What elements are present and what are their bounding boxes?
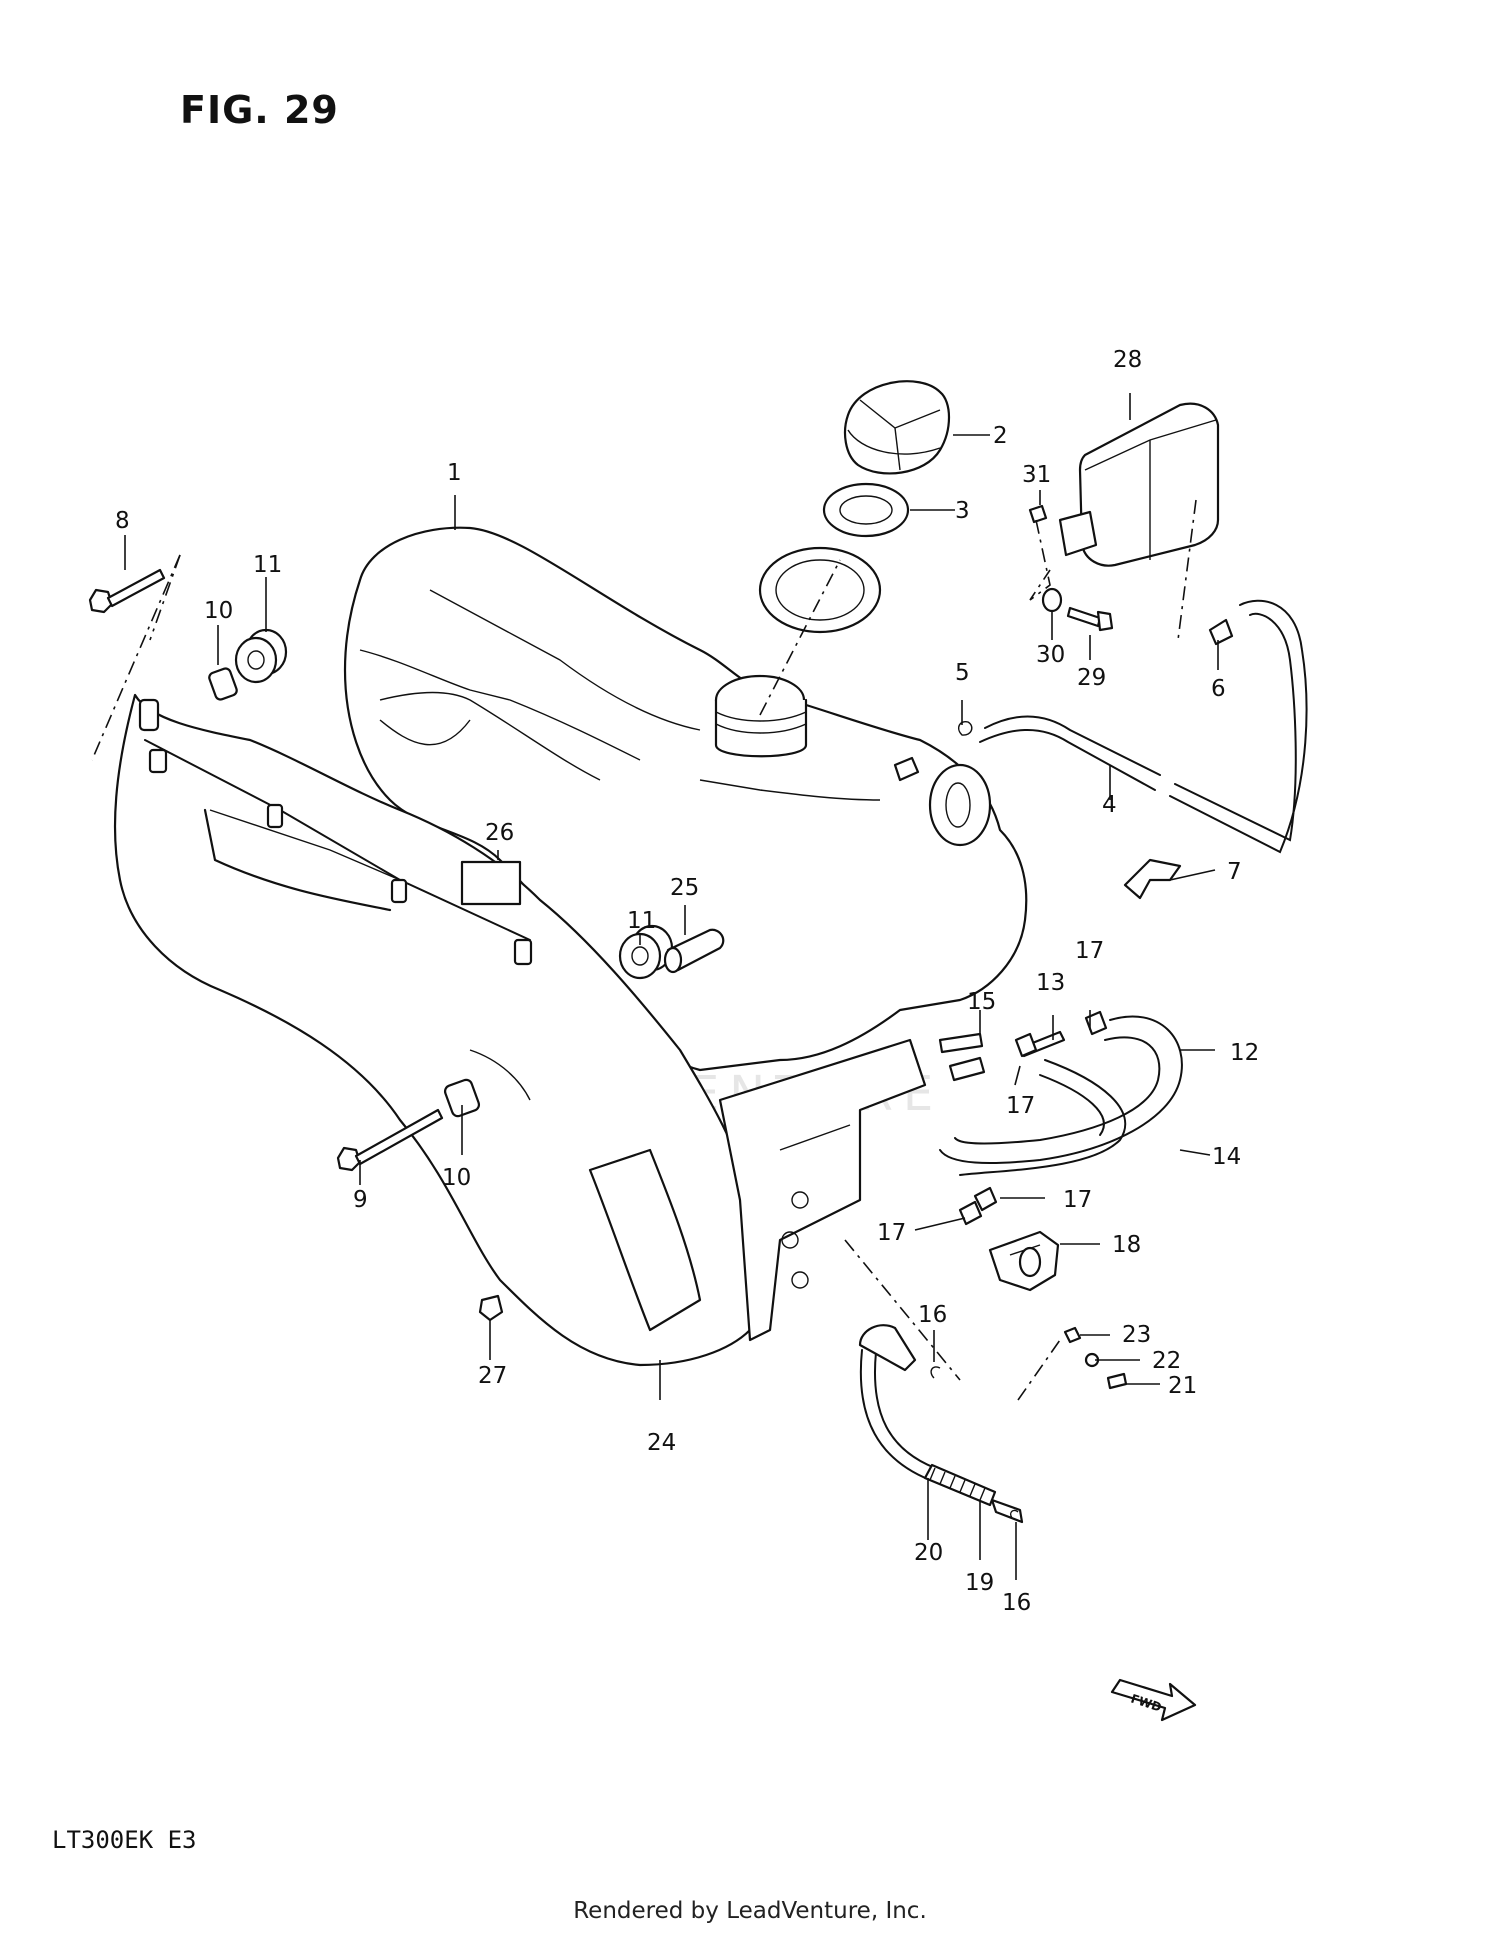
callout-10-lower: 10 (442, 1165, 471, 1191)
tank-mount-boss (928, 763, 992, 847)
evap-canister[interactable] (1058, 402, 1220, 567)
callout-17-b: 17 (1006, 1093, 1035, 1119)
nut-23[interactable] (1063, 1326, 1082, 1344)
tank-bracket (718, 1038, 927, 1342)
callout-17-c: 17 (1063, 1187, 1092, 1213)
collar-10-lower[interactable] (443, 1078, 481, 1118)
cap-gasket[interactable] (822, 482, 910, 538)
forward-arrow: FWD (1110, 1678, 1197, 1722)
clip-5[interactable] (958, 721, 973, 736)
fuel-hose-19[interactable] (859, 1349, 991, 1506)
callout-17-a: 17 (1075, 938, 1104, 964)
callout-30: 30 (1036, 642, 1065, 668)
fuel-hose-14[interactable] (959, 1059, 1127, 1176)
callout-22: 22 (1152, 1348, 1181, 1374)
callout-23: 23 (1122, 1322, 1151, 1348)
bolt-8[interactable] (88, 568, 166, 614)
screw-21[interactable] (1106, 1372, 1128, 1390)
leader-lines (124, 393, 1219, 1580)
strap-hooks (138, 698, 533, 966)
model-code: LT300EK E3 (52, 1826, 197, 1854)
bolt-29[interactable] (1066, 606, 1114, 632)
callout-20: 20 (914, 1540, 943, 1566)
callout-17-d: 17 (877, 1220, 906, 1246)
callout-29: 29 (1077, 665, 1106, 691)
callout-15: 15 (967, 989, 996, 1015)
callout-28: 28 (1113, 347, 1142, 373)
grommet-11-upper[interactable] (234, 628, 288, 684)
clamp-17-d[interactable] (958, 1200, 983, 1226)
callout-12: 12 (1230, 1040, 1259, 1066)
callout-25: 25 (670, 875, 699, 901)
clamp-17-b[interactable] (1014, 1032, 1038, 1058)
tank-vent-fitting (893, 756, 920, 782)
callout-7: 7 (1227, 859, 1242, 885)
collar-25[interactable] (663, 928, 725, 974)
callout-2: 2 (993, 423, 1008, 449)
assembly-line (91, 554, 181, 761)
breather-hose-4[interactable] (984, 715, 1161, 776)
filler-neck (714, 674, 808, 758)
callout-24: 24 (647, 1430, 676, 1456)
fitting-15[interactable] (938, 1032, 986, 1082)
callout-27: 27 (478, 1363, 507, 1389)
collar-10-upper[interactable] (208, 667, 238, 701)
callout-26: 26 (485, 820, 514, 846)
callout-16-a: 16 (918, 1302, 947, 1328)
spring-20[interactable] (923, 1463, 997, 1507)
callout-14: 14 (1212, 1144, 1241, 1170)
clamp-17-a[interactable] (1084, 1010, 1108, 1036)
fuel-cap[interactable] (843, 380, 950, 475)
washer-30[interactable] (1041, 587, 1063, 613)
callout-11-lower: 11 (627, 908, 656, 934)
tank-mount-hole (945, 782, 971, 828)
callout-10-upper: 10 (204, 598, 233, 624)
fuel-petcock[interactable] (988, 1230, 1060, 1292)
filler-ring (758, 546, 882, 634)
callout-31: 31 (1022, 462, 1051, 488)
callout-4: 4 (1102, 792, 1117, 818)
callout-21: 21 (1168, 1373, 1197, 1399)
clip-16-a[interactable] (930, 1366, 941, 1379)
callout-8: 8 (115, 508, 130, 534)
clamp-17-c[interactable] (973, 1186, 998, 1212)
callout-6: 6 (1211, 676, 1226, 702)
callout-16-b: 16 (1002, 1590, 1031, 1616)
footer-credit: Rendered by LeadVenture, Inc. (573, 1898, 927, 1924)
clip-16-b[interactable] (1009, 1509, 1019, 1519)
callout-9: 9 (353, 1187, 368, 1213)
callout-13: 13 (1036, 970, 1065, 996)
grommet-27[interactable] (478, 1294, 504, 1322)
side-cover[interactable] (113, 693, 752, 1367)
callout-11-upper: 11 (253, 552, 282, 578)
callout-3: 3 (955, 498, 970, 524)
callout-19: 19 (965, 1570, 994, 1596)
callout-5: 5 (955, 660, 970, 686)
fuel-hose-12[interactable] (939, 1015, 1183, 1164)
clip-6[interactable] (1208, 618, 1234, 646)
caution-label (460, 860, 522, 906)
callout-18: 18 (1112, 1232, 1141, 1258)
nut-31[interactable] (1028, 504, 1048, 524)
callout-labels: 1 2 3 4 5 6 7 8 9 10 10 11 11 12 13 14 1… (115, 347, 1259, 1616)
figure-title: FIG. 29 (180, 88, 339, 132)
callout-1: 1 (447, 460, 462, 486)
cover-strap (144, 739, 531, 941)
